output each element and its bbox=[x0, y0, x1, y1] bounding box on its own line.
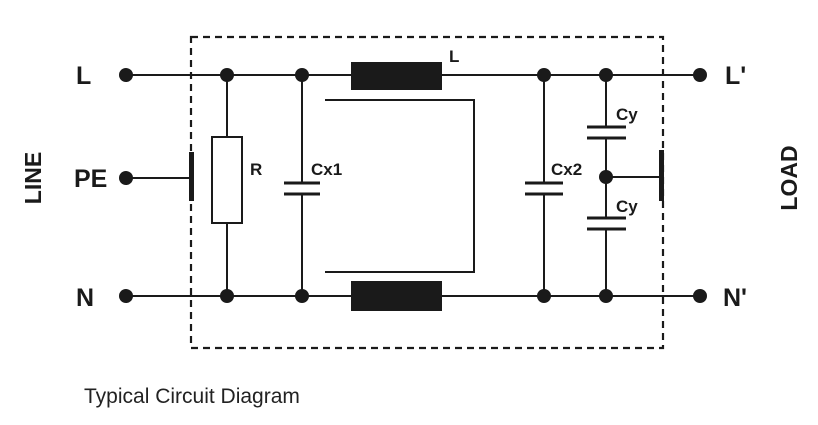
junction-dot bbox=[220, 289, 234, 303]
junction-dot bbox=[295, 68, 309, 82]
capacitor-cx2 bbox=[525, 75, 563, 296]
diagram-caption: Typical Circuit Diagram bbox=[84, 385, 300, 408]
terminal-pe bbox=[119, 171, 133, 185]
label-cap-x2: Cx2 bbox=[551, 160, 582, 179]
label-side-line: LINE bbox=[20, 152, 46, 204]
label-neutral-in: N bbox=[76, 284, 94, 312]
label-inductor: L bbox=[449, 47, 459, 66]
terminal-l bbox=[119, 68, 133, 82]
junction-dot bbox=[220, 68, 234, 82]
label-line-in: L bbox=[76, 62, 91, 90]
junction-dot bbox=[599, 289, 613, 303]
junction-dot bbox=[599, 170, 613, 184]
capacitor-cy-top bbox=[587, 75, 626, 218]
choke-core bbox=[325, 99, 475, 273]
label-resistor: R bbox=[250, 160, 262, 179]
label-cap-y-bottom: Cy bbox=[616, 197, 638, 216]
label-cap-y-top: Cy bbox=[616, 105, 638, 124]
terminal-l-prime bbox=[693, 68, 707, 82]
chassis-plate-right bbox=[659, 150, 664, 201]
label-line-out: L' bbox=[725, 62, 746, 90]
junction-dot bbox=[537, 68, 551, 82]
junction-dot bbox=[537, 289, 551, 303]
chassis-plate-left bbox=[189, 152, 194, 201]
resistor bbox=[211, 136, 243, 224]
capacitor-cy-bottom bbox=[587, 216, 626, 296]
terminal-n bbox=[119, 289, 133, 303]
choke-winding-neutral bbox=[351, 281, 442, 311]
label-protective-earth: PE bbox=[74, 165, 107, 193]
label-side-load: LOAD bbox=[776, 145, 802, 210]
junction-dot bbox=[295, 289, 309, 303]
junction-dot bbox=[599, 68, 613, 82]
capacitor-cx1 bbox=[284, 75, 320, 296]
label-cap-x1: Cx1 bbox=[311, 160, 342, 179]
label-neutral-out: N' bbox=[723, 284, 747, 312]
resistor-branch bbox=[211, 75, 243, 296]
terminal-n-prime bbox=[693, 289, 707, 303]
choke-winding-line bbox=[351, 62, 442, 90]
